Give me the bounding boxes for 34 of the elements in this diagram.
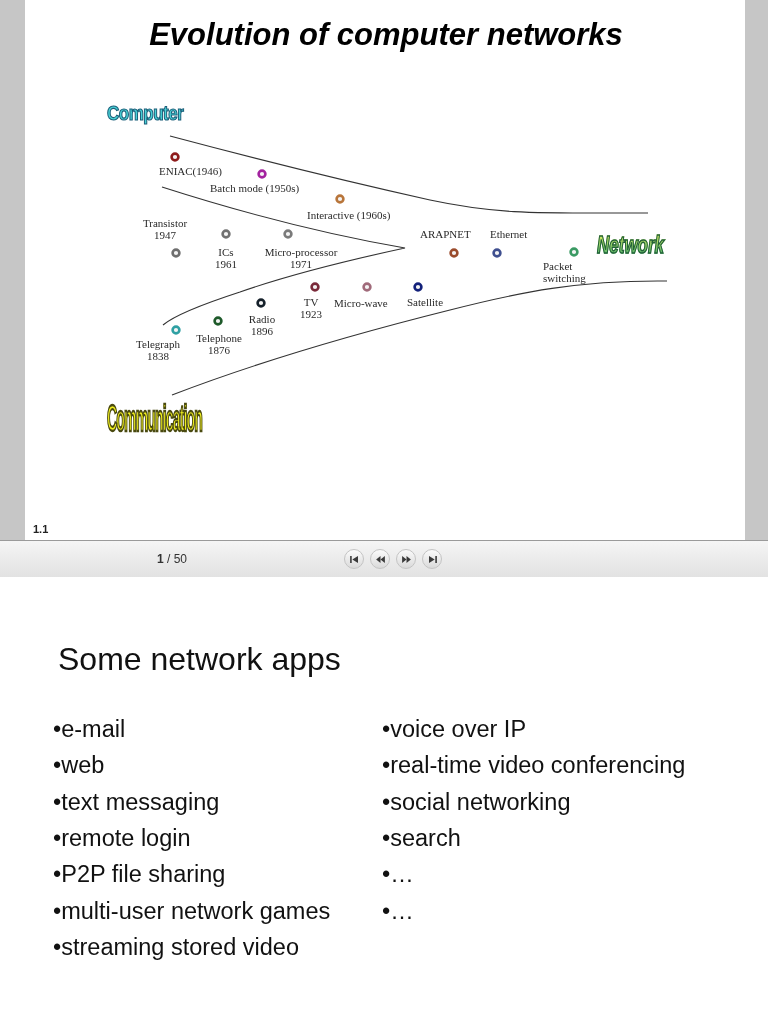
bullet-item: •… — [382, 860, 414, 889]
bullet-item: •text messaging — [53, 787, 220, 816]
bullet-item: •social networking — [382, 787, 571, 816]
milestone-label: Ethernet — [490, 228, 528, 240]
milestone-label: Packet switching — [543, 260, 587, 284]
bullet-item: •real-time video conferencing — [382, 751, 686, 780]
milestone-label: Radio 1896 — [247, 313, 277, 337]
milestone-label: Transistor 1947 — [141, 217, 189, 241]
milestone-label: Satellite — [407, 296, 444, 308]
milestone-label: ENIAC(1946) — [159, 165, 222, 177]
bullet-item: •remote login — [53, 823, 191, 852]
milestone-label: Interactive (1960s) — [307, 209, 391, 221]
milestone-label: Batch mode (1950s) — [210, 182, 300, 194]
bullet-item: •multi-user network games — [53, 896, 331, 925]
milestone-label: Micro-processor 1971 — [263, 246, 339, 270]
slide-heading: Some network apps — [58, 640, 341, 678]
milestone-label: Telegraph 1838 — [135, 338, 181, 362]
bullet-item: •voice over IP — [382, 715, 527, 743]
bullet-item: •search — [382, 823, 461, 852]
band-title: Computer — [107, 104, 184, 124]
bullet-item: •… — [382, 896, 414, 925]
milestone-label: ICs 1961 — [214, 246, 238, 270]
milestone-label: ARAPNET — [420, 228, 471, 240]
milestone-label: Telephone 1876 — [195, 332, 243, 356]
slide-title: Evolution of computer networks — [149, 17, 623, 53]
bullet-item: •web — [53, 751, 105, 780]
bullet-item: •P2P file sharing — [53, 860, 226, 889]
band-title: Communication — [107, 401, 202, 438]
milestone-label: TV 1923 — [299, 296, 323, 320]
bullet-item: •e-mail — [53, 715, 126, 743]
bullet-item: •streaming stored video — [53, 932, 299, 961]
milestone-label: Micro-wave — [334, 297, 388, 309]
page-counter: 1 / 50 — [157, 553, 188, 565]
slide-number: 1.1 — [33, 524, 49, 535]
